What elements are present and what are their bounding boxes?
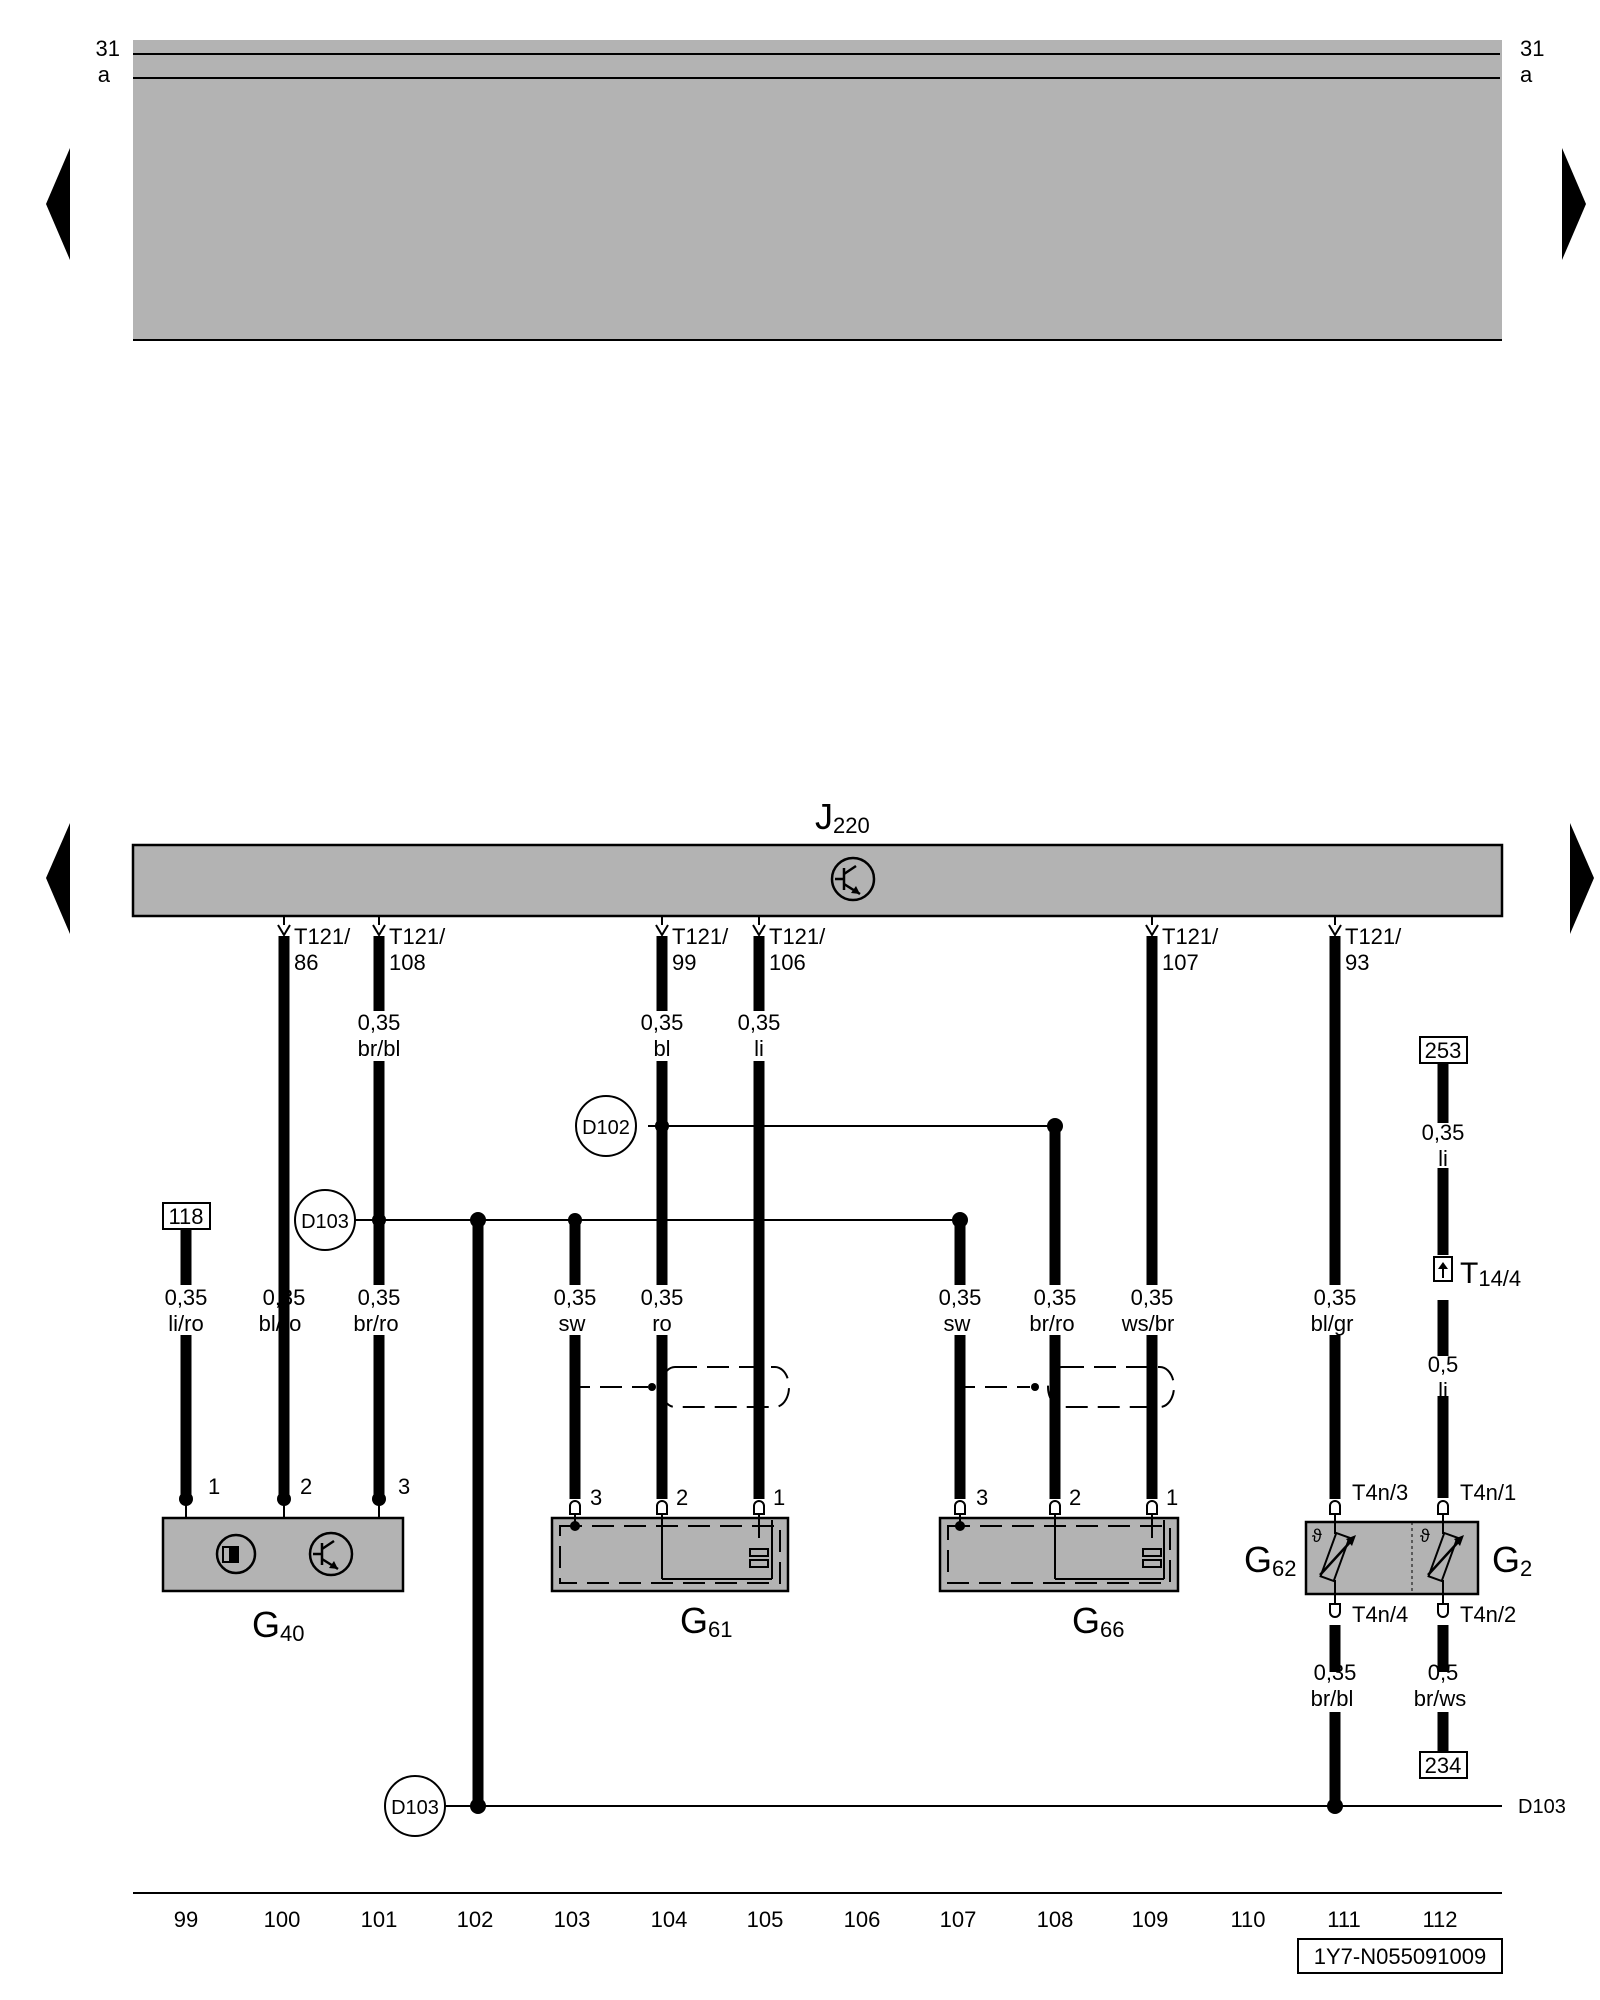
ruler-111: 111 <box>1327 1907 1360 1932</box>
g40-label: G40 <box>252 1604 305 1646</box>
ruler-105: 105 <box>747 1907 784 1932</box>
transistor-icon <box>308 1531 354 1577</box>
g61-label: G61 <box>680 1600 733 1642</box>
hall-sensor-icon <box>215 1533 257 1575</box>
shield-g66 <box>960 1366 1175 1408</box>
document-id-box <box>1297 1938 1503 1974</box>
pin-arrows-j220 <box>277 916 1342 937</box>
ruler-numbers: 99 100 101 102 103 104 105 106 107 108 1… <box>174 1907 1458 1932</box>
component-g66 <box>938 1514 1180 1593</box>
ruler-102: 102 <box>457 1907 494 1932</box>
ref-box-253[interactable] <box>1419 1036 1468 1064</box>
next-page-arrow-bottom[interactable] <box>1570 823 1594 934</box>
pin-label-t121-107: T121/107 <box>1162 924 1219 975</box>
splice-d103-low-label: D103 <box>391 1797 439 1819</box>
component-g40 <box>161 1492 405 1593</box>
g40-pin-1: 1 <box>208 1474 220 1499</box>
ref-253: 253 <box>1425 1038 1462 1063</box>
previous-page-arrow-top[interactable] <box>46 148 70 260</box>
control-unit-j220 <box>131 843 1504 918</box>
svg-text:ϑ: ϑ <box>1312 1526 1322 1546</box>
splice-d103-mid-label: D103 <box>301 1211 349 1233</box>
connector-t14-label: T14/4 <box>1460 1257 1521 1291</box>
transistor-icon <box>830 856 876 902</box>
component-g62-g2: ϑ ϑ <box>1304 1514 1480 1604</box>
rail-a-label-right: a <box>1520 62 1533 87</box>
sensor-pin-arrows <box>569 1500 1449 1618</box>
component-g61 <box>550 1514 790 1593</box>
ruler-99: 99 <box>174 1907 198 1932</box>
ref-234: 234 <box>1425 1753 1462 1778</box>
ruler-106: 106 <box>844 1907 881 1932</box>
pin-label-t121-99: T121/99 <box>672 924 729 975</box>
ruler-108: 108 <box>1037 1907 1074 1932</box>
ruler-110: 110 <box>1230 1907 1265 1932</box>
pin-label-t121-106: T121/106 <box>769 924 826 975</box>
g66-label: G66 <box>1072 1600 1125 1642</box>
shield-g61 <box>575 1366 790 1408</box>
pin-label-t4n-1: T4n/1 <box>1460 1480 1516 1505</box>
wires <box>180 936 1449 1806</box>
next-page-arrow-top[interactable] <box>1562 148 1586 260</box>
g2-label: G2 <box>1492 1539 1532 1581</box>
upper-panel <box>133 40 1502 340</box>
splice-d103-low <box>384 1775 446 1837</box>
pin-label-t121-86: T121/86 <box>294 924 351 975</box>
g66-pin-2: 2 <box>1069 1485 1081 1510</box>
ruler-107: 107 <box>940 1907 977 1932</box>
g62-label: G62 <box>1244 1539 1297 1581</box>
ref-box-234[interactable] <box>1419 1751 1468 1779</box>
ruler-100: 100 <box>264 1907 301 1932</box>
pin-label-t121-108: T121/108 <box>389 924 446 975</box>
ref-box-118[interactable] <box>162 1202 211 1230</box>
rail-31-label-right: 31 <box>1520 36 1544 61</box>
splice-d102-label: D102 <box>582 1117 630 1139</box>
g40-pin-3: 3 <box>398 1474 410 1499</box>
pin-label-t4n-4: T4n/4 <box>1352 1602 1408 1627</box>
j220-label: J220 <box>815 796 870 838</box>
ruler-104: 104 <box>651 1907 688 1932</box>
rail-a-label-left: a <box>98 62 111 87</box>
g66-pin-3: 3 <box>976 1485 988 1510</box>
g61-pin-3: 3 <box>590 1485 602 1510</box>
g61-pin-1: 1 <box>773 1485 785 1510</box>
ref-118: 118 <box>168 1204 203 1229</box>
g40-pin-2: 2 <box>300 1474 312 1499</box>
svg-text:ϑ: ϑ <box>1420 1526 1430 1546</box>
ruler-101: 101 <box>361 1907 398 1932</box>
g66-pin-1: 1 <box>1166 1485 1178 1510</box>
pin-label-t121-93: T121/93 <box>1345 924 1402 975</box>
rail-31-label-left: 31 <box>96 36 120 61</box>
splice-d103-mid <box>294 1189 356 1251</box>
connector-t14-icon <box>1433 1256 1453 1282</box>
g61-pin-2: 2 <box>676 1485 688 1510</box>
junction-dots <box>372 1118 1343 1814</box>
previous-page-arrow-bottom[interactable] <box>46 823 70 934</box>
splice-d102 <box>575 1095 637 1157</box>
ruler-112: 112 <box>1422 1907 1457 1932</box>
pin-label-t4n-2: T4n/2 <box>1460 1602 1516 1627</box>
document-id: 1Y7-N055091009 <box>1314 1944 1486 1969</box>
pin-label-t4n-3: T4n/3 <box>1352 1480 1408 1505</box>
ground-bus-d103-label: D103 <box>1518 1796 1566 1818</box>
ruler-109: 109 <box>1132 1907 1169 1932</box>
ruler-103: 103 <box>554 1907 591 1932</box>
